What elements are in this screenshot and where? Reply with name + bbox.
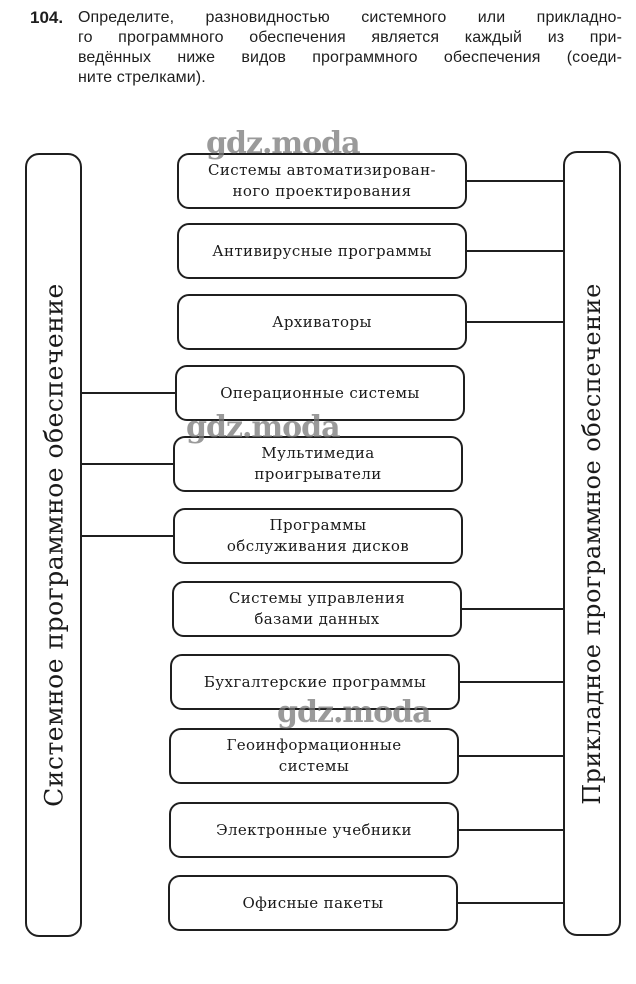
connector-line-to-application (459, 829, 563, 831)
software-item-box[interactable]: Офисные пакеты (168, 875, 458, 931)
software-item-label: Архиваторы (272, 312, 372, 333)
software-item-label-line: Мультимедиа (261, 444, 375, 462)
connector-line-to-system (80, 392, 175, 394)
connector-line-to-application (467, 321, 563, 323)
connector-line-to-application (462, 608, 563, 610)
software-item-box[interactable]: Геоинформационные системы (169, 728, 459, 784)
software-item-box[interactable]: Электронные учебники (169, 802, 459, 858)
software-item-label-line: Системы автоматизирован- (208, 161, 436, 179)
software-item-label-line: Бухгалтерские программы (203, 672, 427, 691)
software-item-label: Программы обслуживания дисков (227, 515, 409, 557)
connector-line-to-application (467, 180, 563, 182)
software-item-box[interactable]: Системы управления базами данных (172, 581, 462, 637)
software-item-box[interactable]: Системы автоматизирован-ного проектирова… (177, 153, 467, 209)
software-item-label-line: Операционные системы (220, 383, 420, 402)
software-item-label: Мультимедиа проигрыватели (254, 443, 381, 485)
software-item-label-line: Электронные учебники (216, 820, 412, 839)
software-item-box[interactable]: Бухгалтерские программы (170, 654, 460, 710)
software-item-label: Офисные пакеты (242, 893, 383, 914)
connector-line-to-application (458, 902, 563, 904)
connector-line-to-system (80, 535, 173, 537)
task-line: Определите, разновидностью системного ил… (78, 9, 622, 26)
software-item-label-line: ного проектирования (232, 182, 412, 200)
connector-line-to-system (80, 463, 173, 465)
connector-line-to-application (459, 755, 563, 757)
task-number: 104. (30, 8, 64, 27)
task-line: ните стрелками). (78, 69, 206, 86)
software-item-label: Геоинформационные системы (226, 735, 401, 777)
software-item-label: Операционные системы (220, 383, 420, 404)
connector-line-to-application (460, 681, 563, 683)
software-item-label-line: Системы управления (228, 589, 406, 607)
task-text: Определите, разновидностью системного ил… (78, 8, 622, 88)
application-software-column[interactable]: Прикладное программное обеспечение (563, 151, 621, 936)
software-item-label-line: Архиваторы (272, 312, 372, 331)
application-software-label: Прикладное программное обеспечение (578, 282, 606, 805)
software-item-label: Системы управления базами данных (229, 588, 405, 630)
system-software-label: Системное программное обеспечение (39, 283, 68, 807)
software-item-label-line: базами данных (254, 610, 380, 628)
software-item-label-line: Офисные пакеты (242, 893, 384, 912)
software-item-label-line: Геоинформационные (226, 736, 402, 754)
software-item-label-line: Антивирусные программы (212, 241, 432, 260)
software-item-box[interactable]: Архиваторы (177, 294, 467, 350)
software-item-label: Системы автоматизирован-ного проектирова… (208, 160, 436, 202)
connector-line-to-application (467, 250, 563, 252)
software-item-label: Электронные учебники (216, 820, 412, 841)
software-item-label-line: Программы (269, 516, 367, 534)
software-item-box[interactable]: Операционные системы (175, 365, 465, 421)
software-item-label-line: системы (278, 757, 350, 775)
software-item-label-line: обслуживания дисков (226, 537, 410, 555)
software-item-label: Бухгалтерские программы (204, 672, 426, 693)
software-item-box[interactable]: Программы обслуживания дисков (173, 508, 463, 564)
task-statement: 104. Определите, разновидностью системно… (30, 8, 622, 88)
software-item-box[interactable]: Антивирусные программы (177, 223, 467, 279)
task-line: ведённых ниже видов программного обеспеч… (78, 49, 622, 66)
software-item-label: Антивирусные программы (212, 241, 432, 262)
task-line: го программного обеспечения является каж… (78, 29, 622, 46)
software-item-box[interactable]: Мультимедиа проигрыватели (173, 436, 463, 492)
software-item-label-line: проигрыватели (254, 465, 382, 483)
system-software-column[interactable]: Системное программное обеспечение (25, 153, 82, 937)
